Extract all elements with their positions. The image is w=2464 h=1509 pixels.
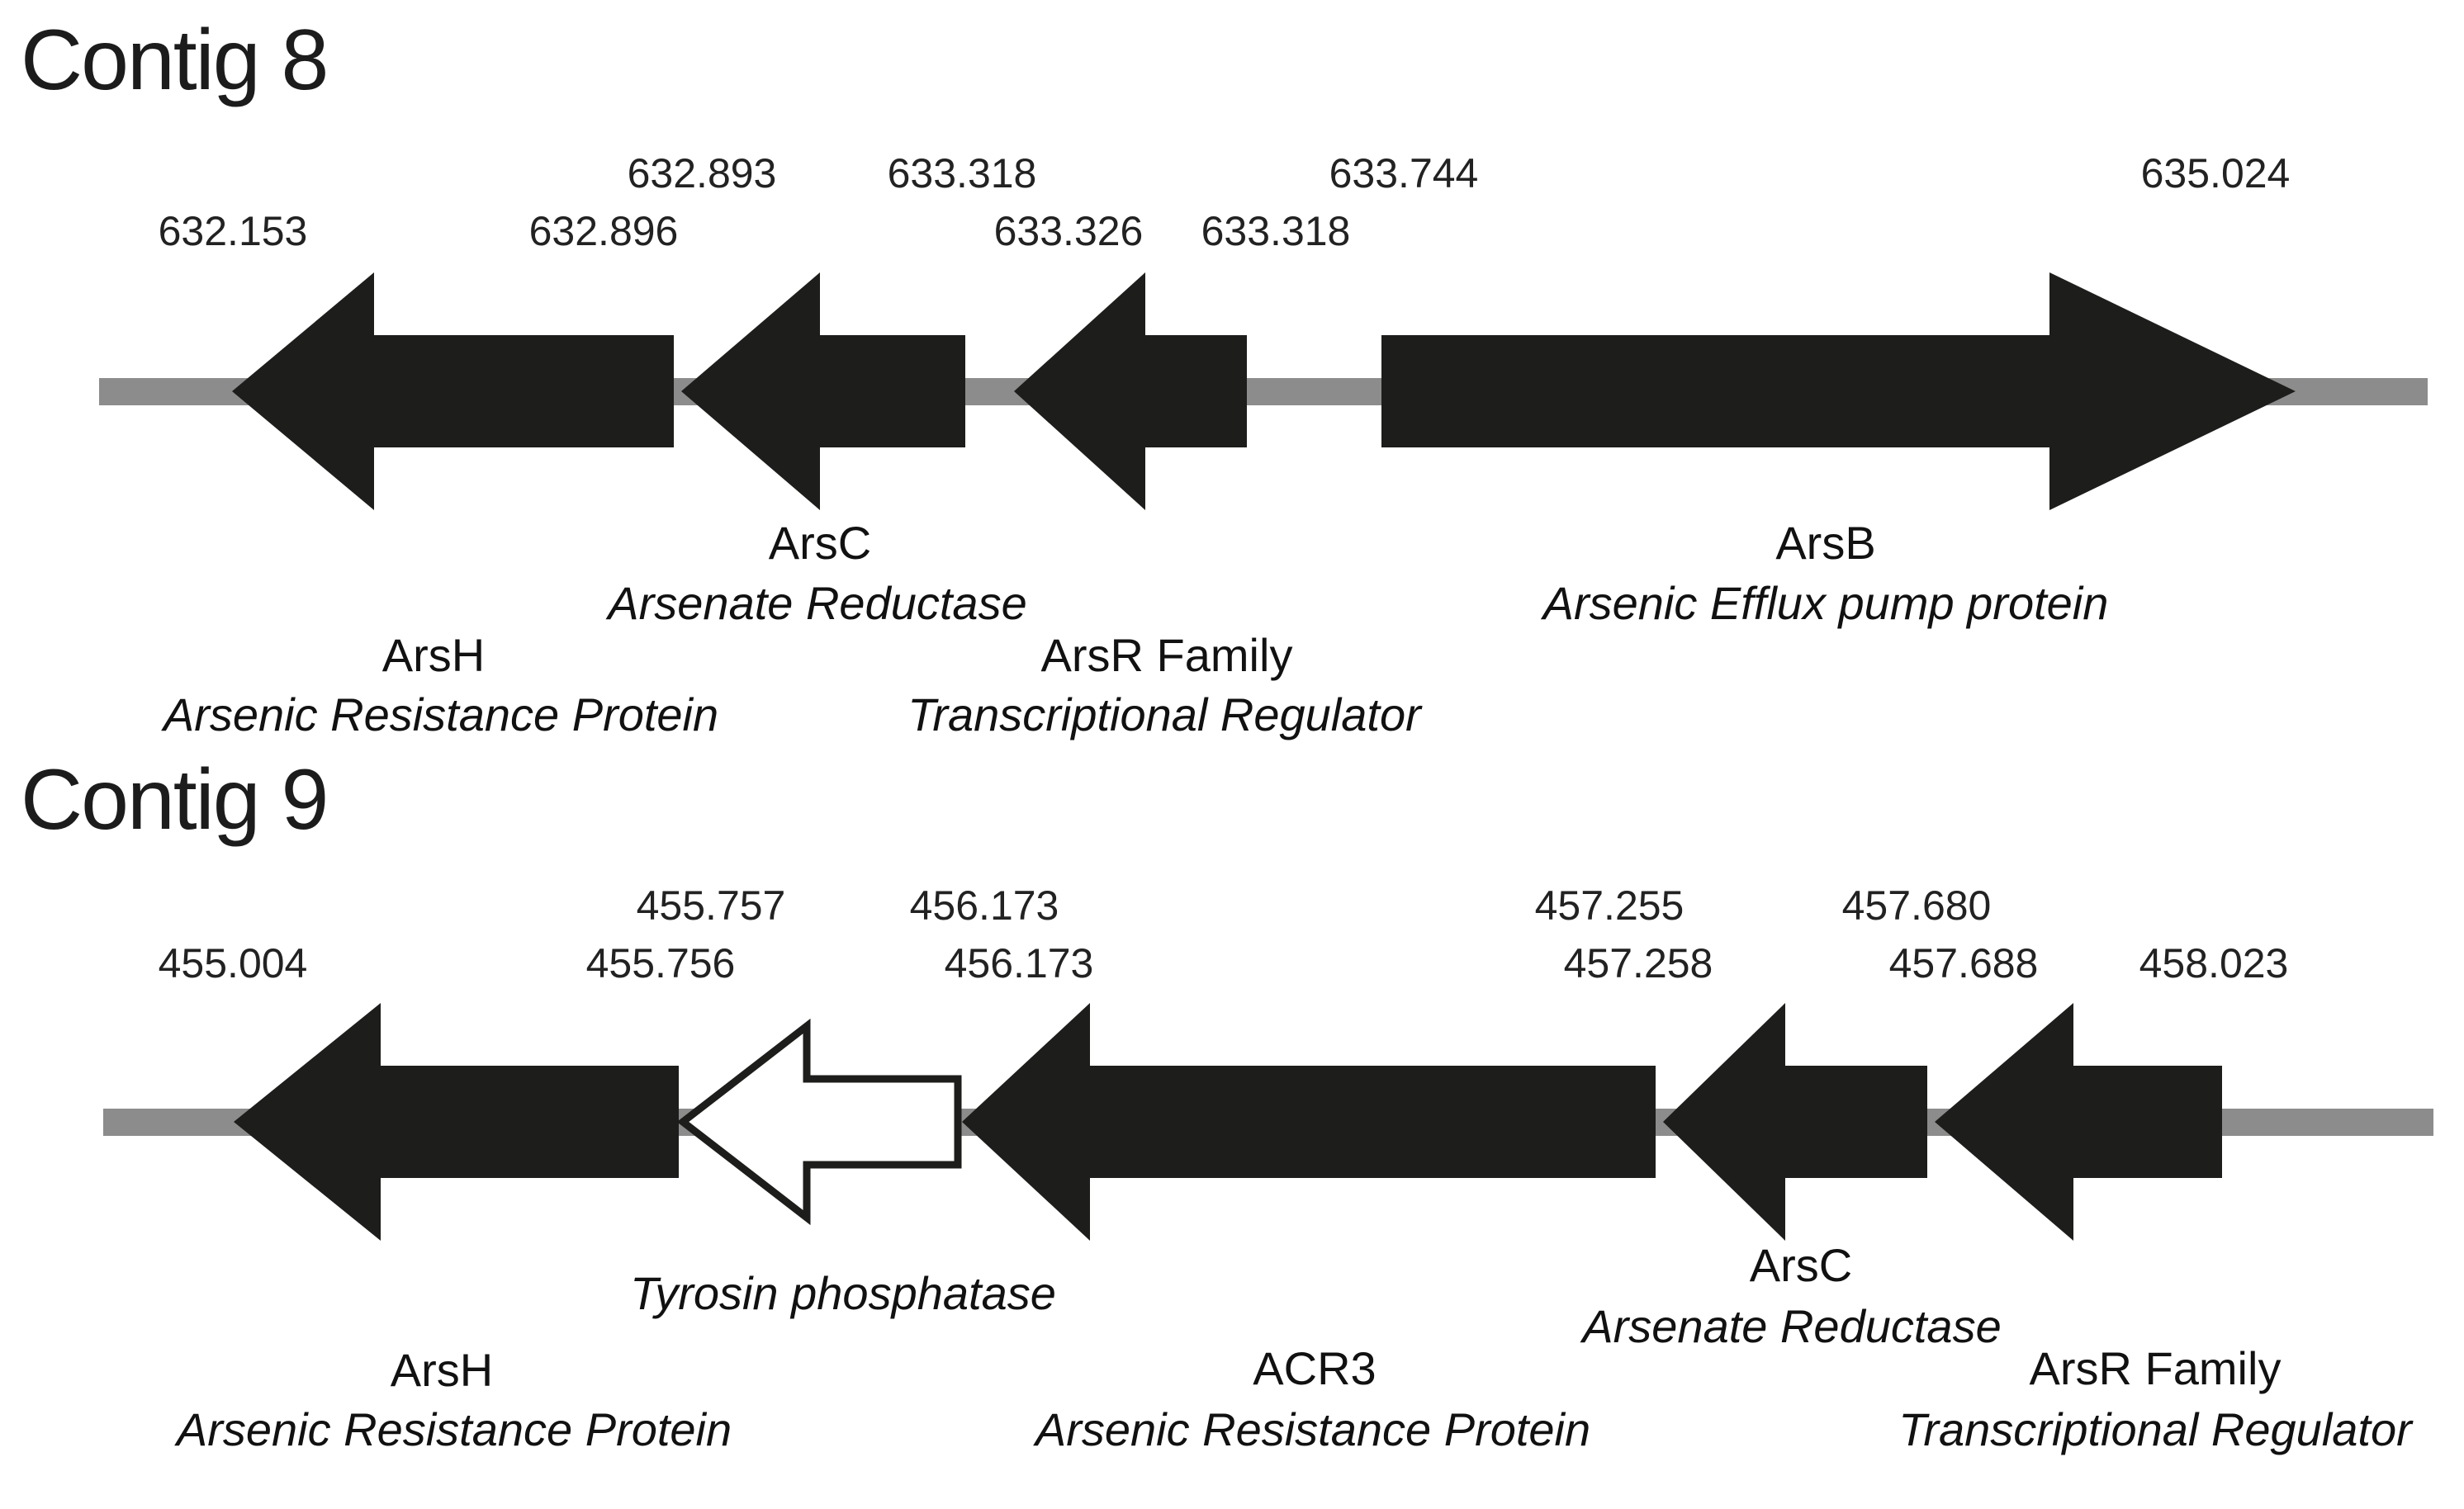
contig8-arsh-label: ArsH: [381, 629, 486, 681]
contig9-acr3-arrow: [962, 1003, 1656, 1241]
contig8-arsr-arrow: [1014, 272, 1247, 510]
contig9-coord-455004: 455.004: [158, 940, 308, 986]
contig9-tyrosin-phosphatase-description: Tyrosin phosphatase: [630, 1267, 1056, 1319]
contig9-coord-457258: 457.258: [1563, 940, 1713, 986]
contig8-arsh-arrow: [232, 272, 674, 510]
contig8-title: Contig 8: [21, 12, 329, 108]
contig8-coord-632153: 632.153: [158, 208, 308, 254]
contig9-coord-457255: 457.255: [1534, 882, 1685, 929]
contig8-arsb-arrow: [1381, 272, 2296, 510]
contig9-arsr-label: ArsR Family: [2029, 1342, 2282, 1394]
contig9-arsr-description: Transcriptional Regulator: [1898, 1403, 2412, 1455]
contig9-acr3-description: Arsenic Resistance Protein: [1035, 1403, 1591, 1455]
contig8-coord-632893: 632.893: [627, 150, 777, 196]
contig8-arsr-description: Transcriptional Regulator: [907, 688, 1421, 740]
contig8-coord-633318-bottom: 633.318: [1201, 208, 1351, 254]
contig9-coord-455757: 455.757: [636, 882, 786, 929]
contig8-arsc-arrow: [681, 272, 965, 510]
contig8-coord-635024: 635.024: [2140, 150, 2291, 196]
contig8-coord-633326: 633.326: [993, 208, 1144, 254]
contig8-arsc-label: ArsC: [768, 517, 872, 569]
contig9-coord-456173-top: 456.173: [909, 882, 1059, 929]
contig8-arsh-description: Arsenic Resistance Protein: [163, 688, 719, 740]
contig9-arsc-arrow: [1663, 1003, 1927, 1241]
contig8-coord-632896: 632.896: [528, 208, 679, 254]
contig9-coord-456173-bottom: 456.173: [944, 940, 1094, 986]
contig9-arsc-label: ArsC: [1749, 1239, 1853, 1291]
contig8-coord-633318-top: 633.318: [887, 150, 1037, 196]
contig9-coord-457680: 457.680: [1841, 882, 1992, 929]
contig9-arsc-description: Arsenate Reductase: [1582, 1300, 2002, 1352]
contig9-arsh-description: Arsenic Resistance Protein: [176, 1403, 732, 1455]
contig9-acr3-label: ACR3: [1253, 1342, 1377, 1394]
contig9-coord-457688: 457.688: [1888, 940, 2039, 986]
contig9-arsh-label: ArsH: [390, 1344, 494, 1396]
contig8-arsc-description: Arsenate Reductase: [608, 577, 1027, 629]
contig9-arsh-arrow: [234, 1003, 679, 1241]
contig9-tyrosin-phosphatase-arrow: [676, 1018, 962, 1226]
contig9-arsr-arrow: [1935, 1003, 2222, 1241]
contig9-coord-458023: 458.023: [2139, 940, 2289, 986]
contig8-arsb-description: Arsenic Efflux pump protein: [1542, 577, 2109, 629]
contig9-title: Contig 9: [21, 752, 329, 848]
contig8-arsr-label: ArsR Family: [1040, 629, 1293, 681]
contig8-arsb-label: ArsB: [1775, 517, 1876, 569]
contig8-coord-633744: 633.744: [1329, 150, 1479, 196]
contig9-coord-455756: 455.756: [585, 940, 736, 986]
